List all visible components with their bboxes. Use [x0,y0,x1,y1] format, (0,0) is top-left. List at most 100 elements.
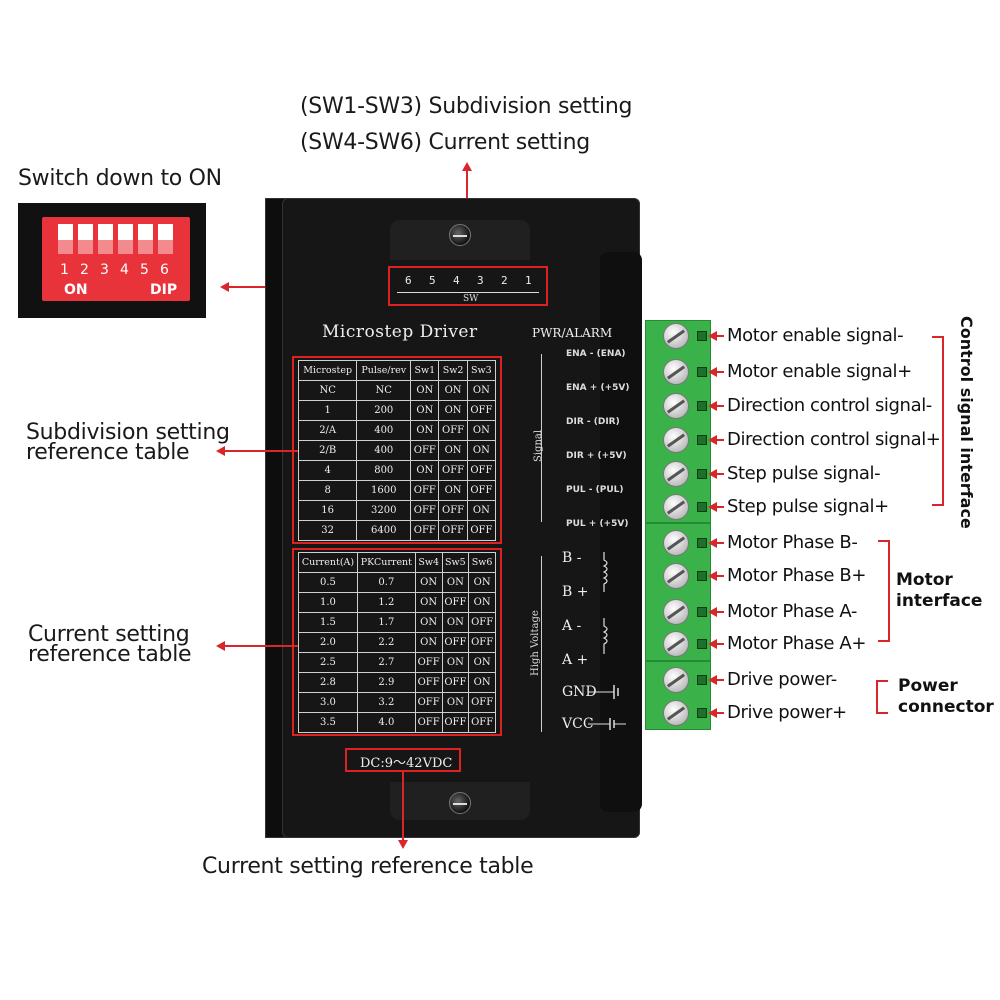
signal-pin-label: DIR - (DIR) [566,417,620,427]
terminal-label: Motor Phase B+ [727,565,867,586]
current-table-frame [292,548,502,736]
terminal-label: Drive power- [727,669,837,690]
table-cell: ON [438,480,468,501]
table-cell: 2.2 [356,632,416,653]
terminal-arrow-head [708,607,717,617]
sw-switch-box [388,266,548,306]
table-cell: OFF [410,480,440,501]
terminal-arrow-head [708,435,717,445]
table-cell: OFF [414,692,443,713]
table-header-cell: Sw4 [414,552,443,573]
sw-number: 3 [477,274,484,287]
table-cell: ON [414,592,443,613]
table-cell: OFF [441,592,470,613]
dip-number: 3 [100,262,109,278]
table-cell: ON [441,612,470,633]
motor-interface-label-2: interface [896,591,983,611]
dip-on-label: ON [64,282,88,298]
terminal-arrow-line [710,575,724,577]
table-cell: ON [438,400,468,421]
table-header-cell: Sw3 [466,360,497,381]
table-cell: OFF [414,672,443,693]
table-cell: NC [356,380,412,401]
table-cell: ON [414,632,443,653]
sw-number: 4 [453,274,460,287]
signal-pin-label: ENA - (ENA) [566,349,626,359]
sw-number: 5 [429,274,436,287]
sw-number: 6 [405,274,412,287]
terminal-arrow-line [710,371,724,373]
table-cell: 1.2 [356,592,416,613]
table-cell: ON [441,692,470,713]
table-header-cell: Sw1 [410,360,440,381]
table-cell: 4.0 [356,712,416,733]
terminal-arrow-line [710,405,724,407]
table-cell: 800 [356,460,412,481]
switch-down-callout: Switch down to ON [18,166,222,191]
table-header-cell: Current(A) [298,552,358,573]
table-cell: 3.5 [298,712,358,733]
terminal-pin [697,571,707,581]
table-cell: 0.5 [298,572,358,593]
table-cell: 4 [297,460,358,481]
motor-bracket [878,540,890,642]
sw-label: SW [463,294,479,304]
terminal-divider-1 [645,522,711,524]
terminal-divider-2 [645,660,711,662]
table-header-cell: Sw5 [441,552,470,573]
current-setting-callout: (SW4-SW6) Current setting [300,130,590,155]
high-voltage-vertical-label: High Voltage [530,610,541,676]
table-cell: 2.7 [356,652,416,673]
motor-pin-label: A - [562,618,582,634]
terminal-label: Step pulse signal+ [727,496,889,517]
bottom-arrow-line [402,772,404,842]
terminal-screw-icon [663,427,689,453]
terminal-screw-icon [663,359,689,385]
current-arrow-line [224,645,298,647]
table-cell: 16 [297,500,358,521]
terminal-arrow-head [708,331,717,341]
table-cell: OFF [438,420,468,441]
table-cell: ON [410,400,440,421]
current-arrow-head [216,641,225,651]
table-cell: 6400 [356,520,412,541]
table-cell: ON [466,380,497,401]
table-cell: ON [466,500,497,521]
motor-pin-label: B + [562,584,589,600]
table-cell: ON [468,572,496,593]
table-cell: ON [410,420,440,441]
table-cell: OFF [468,612,496,633]
table-cell: 400 [356,420,412,441]
terminal-arrow-line [710,712,724,714]
terminal-arrow-head [708,708,717,718]
terminal-pin [697,435,707,445]
table-cell: 8 [297,480,358,501]
control-bracket [932,336,944,506]
terminal-label: Drive power+ [727,702,847,723]
terminal-screw-icon [663,599,689,625]
terminal-screw-icon [663,530,689,556]
terminal-label: Motor Phase B- [727,532,858,553]
ground-symbol-icon [588,685,626,730]
table-cell: ON [438,440,468,461]
table-cell: 2/B [297,440,358,461]
motor-interface-label-1: Motor [896,570,953,590]
table-cell: ON [414,612,443,633]
table-cell: OFF [410,440,440,461]
dip-knob [58,224,73,240]
table-cell: OFF [410,500,440,521]
terminal-screw-icon [663,494,689,520]
table-cell: ON [468,672,496,693]
table-cell: 3200 [356,500,412,521]
table-cell: 2.0 [298,632,358,653]
table-cell: OFF [466,460,497,481]
table-cell: OFF [466,480,497,501]
dip-knob [138,224,153,240]
table-cell: 1.0 [298,592,358,613]
pwr-alarm-label: PWR/ALARM [532,326,613,340]
power-pin-label: GND [562,684,597,700]
